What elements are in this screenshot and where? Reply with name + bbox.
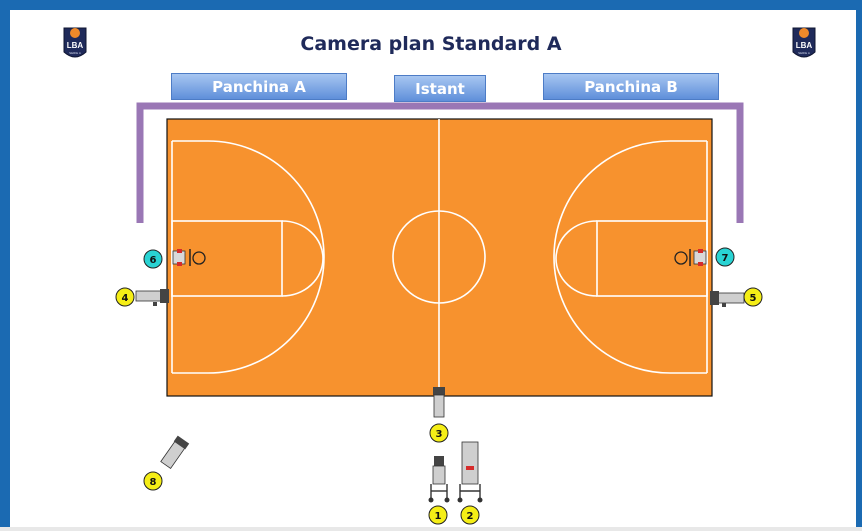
camera-badge-8: 8 bbox=[143, 471, 163, 491]
lba-logo-left: LBA SERIE A bbox=[63, 27, 87, 58]
camera-badge-6-label: 6 bbox=[150, 255, 157, 266]
logo-subtext: SERIE A bbox=[69, 51, 81, 55]
bench-line bbox=[136, 102, 744, 223]
camera-badge-2: 2 bbox=[460, 505, 480, 525]
camera-6-icon bbox=[172, 249, 186, 266]
camera-badge-1: 1 bbox=[428, 505, 448, 525]
hoop-right bbox=[674, 249, 691, 266]
camera-badge-7-label: 7 bbox=[722, 253, 729, 264]
camera-badge-5: 5 bbox=[743, 287, 763, 307]
bottom-bar bbox=[0, 527, 862, 531]
camera-badge-1-label: 1 bbox=[435, 511, 442, 522]
camera-badge-7: 7 bbox=[715, 247, 735, 267]
logo-text: LBA bbox=[67, 41, 84, 50]
camera-7-icon bbox=[693, 249, 707, 266]
camera-badge-6: 6 bbox=[143, 249, 163, 269]
camera-2-icon bbox=[457, 441, 483, 503]
page-title: Camera plan Standard A bbox=[300, 33, 562, 55]
logo-subtext: SERIE A bbox=[798, 51, 810, 55]
court-lines bbox=[171, 119, 708, 396]
camera-badge-5-label: 5 bbox=[750, 293, 757, 304]
lba-logo-right: LBA SERIE A bbox=[792, 27, 816, 58]
camera-5-icon bbox=[710, 291, 745, 307]
camera-badge-3: 3 bbox=[429, 423, 449, 443]
hoop-left bbox=[189, 249, 206, 266]
bench-panchina-a: Panchina A bbox=[171, 73, 347, 100]
camera-badge-4: 4 bbox=[115, 287, 135, 307]
camera-1-icon bbox=[428, 456, 450, 503]
logo-text: LBA bbox=[796, 41, 813, 50]
camera-badge-3-label: 3 bbox=[436, 429, 443, 440]
camera-4-icon bbox=[135, 289, 169, 306]
camera-3-icon bbox=[433, 387, 445, 418]
camera-badge-8-label: 8 bbox=[150, 477, 157, 488]
camera-badge-4-label: 4 bbox=[122, 293, 129, 304]
camera-8-icon bbox=[160, 435, 190, 470]
bench-istant: Istant bbox=[394, 75, 486, 102]
bench-panchina-b: Panchina B bbox=[543, 73, 719, 100]
camera-badge-2-label: 2 bbox=[467, 511, 474, 522]
